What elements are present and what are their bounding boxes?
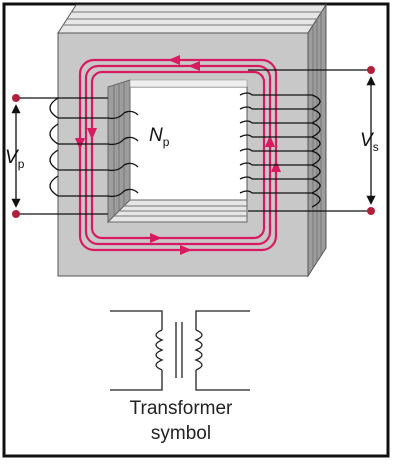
secondary-terminals	[367, 66, 375, 215]
primary-winding	[16, 97, 139, 215]
secondary-voltage-label: Vs	[360, 130, 379, 154]
transformer-symbol	[110, 310, 250, 391]
primary-terminals	[12, 94, 20, 218]
iron-core	[57, 3, 327, 278]
magnetic-flux-paths	[78, 58, 278, 252]
flux-arrows	[75, 55, 281, 255]
secondary-winding	[239, 69, 371, 212]
symbol-caption-line2: symbol	[151, 423, 211, 444]
primary-voltage-label: Vp	[5, 147, 25, 171]
symbol-caption-line1: Transformer	[130, 398, 233, 419]
primary-turns-label: Np	[149, 125, 170, 149]
